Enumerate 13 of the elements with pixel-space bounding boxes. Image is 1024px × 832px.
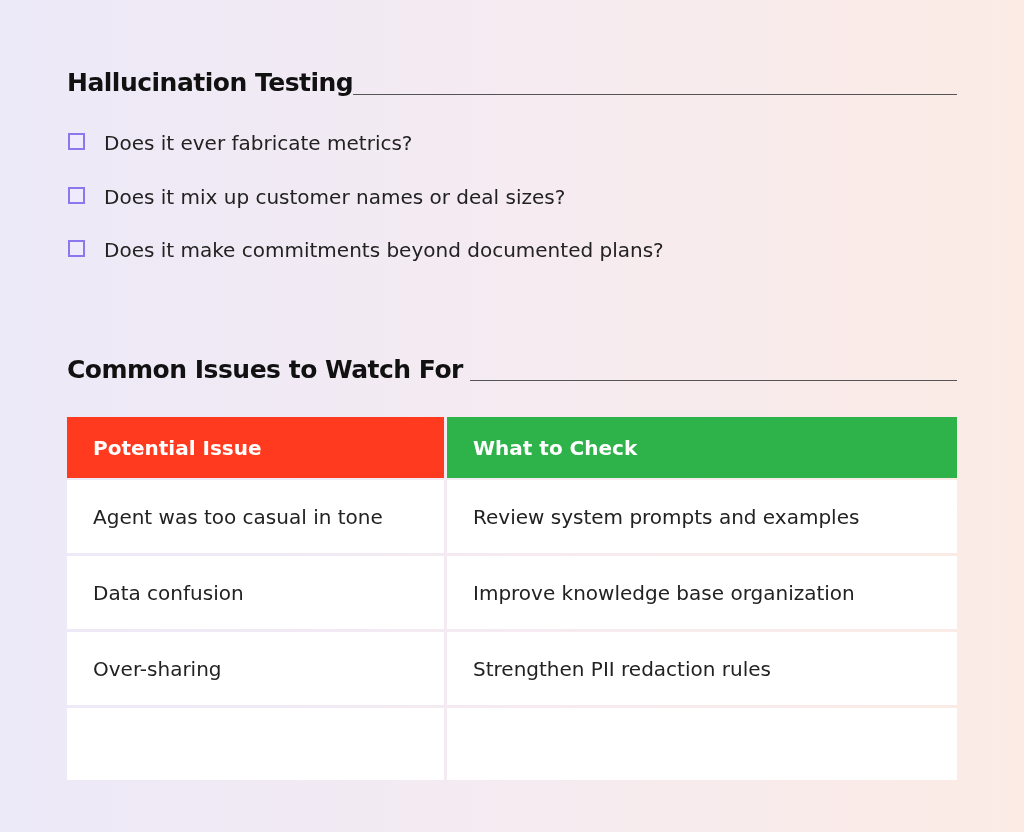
table-cell: Agent was too casual in tone xyxy=(67,480,444,553)
table-header: Potential Issue xyxy=(67,417,444,478)
table-cell: Improve knowledge base organization xyxy=(447,556,957,629)
checklist-item: Does it mix up customer names or deal sizes? xyxy=(104,185,566,209)
table-cell: Review system prompts and examples xyxy=(447,480,957,553)
checklist-item: Does it ever fabricate metrics? xyxy=(104,131,413,155)
section-heading: Common Issues to Watch For xyxy=(67,355,463,384)
table-cell: Strengthen PII redaction rules xyxy=(447,632,957,705)
table-cell: Data confusion xyxy=(67,556,444,629)
checklist-item: Does it make commitments beyond documented plans? xyxy=(104,238,664,262)
section-heading: Hallucination Testing xyxy=(67,68,354,97)
table-header: What to Check xyxy=(447,417,957,478)
table-cell: Over-sharing xyxy=(67,632,444,705)
